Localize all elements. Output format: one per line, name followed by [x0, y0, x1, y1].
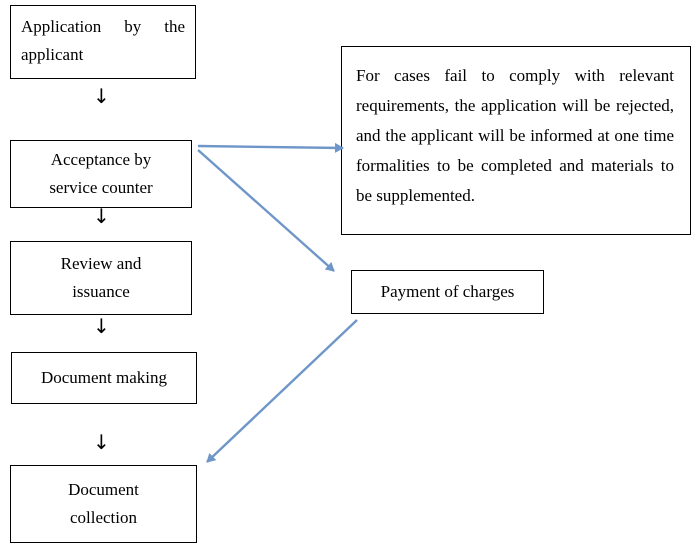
rejection-note-box: For cases fail to comply with relevant r… — [341, 46, 691, 235]
application-box: Application by the applicant — [10, 5, 196, 79]
collection-label-line2: collection — [69, 508, 137, 527]
connector-payment-to-collection — [206, 319, 358, 463]
review-label-line1: Review and — [60, 254, 142, 273]
rejection-note-text: For cases fail to comply with relevant r… — [356, 66, 674, 205]
connector-acceptance-to-payment — [197, 149, 335, 272]
review-label-line2: issuance — [72, 282, 130, 301]
down-arrow-icon: ↓ — [93, 84, 110, 108]
document-making-box: Document making — [11, 352, 197, 404]
application-label: Application by the applicant — [21, 17, 185, 64]
document-making-label: Document making — [40, 368, 168, 387]
connector-acceptance-to-rejection — [197, 142, 344, 153]
acceptance-label-line1: Acceptance by — [50, 150, 152, 169]
collection-label-line1: Document — [68, 480, 139, 499]
down-arrow-icon: ↓ — [93, 430, 110, 454]
acceptance-label-line2: service counter — [49, 178, 153, 197]
down-arrow-icon: ↓ — [93, 204, 110, 228]
payment-label: Payment of charges — [380, 282, 515, 301]
review-box: Review and issuance — [10, 241, 192, 315]
down-arrow-icon: ↓ — [93, 314, 110, 338]
payment-box: Payment of charges — [351, 270, 544, 314]
acceptance-box: Acceptance by service counter — [10, 140, 192, 208]
document-collection-box: Document collection — [10, 465, 197, 543]
